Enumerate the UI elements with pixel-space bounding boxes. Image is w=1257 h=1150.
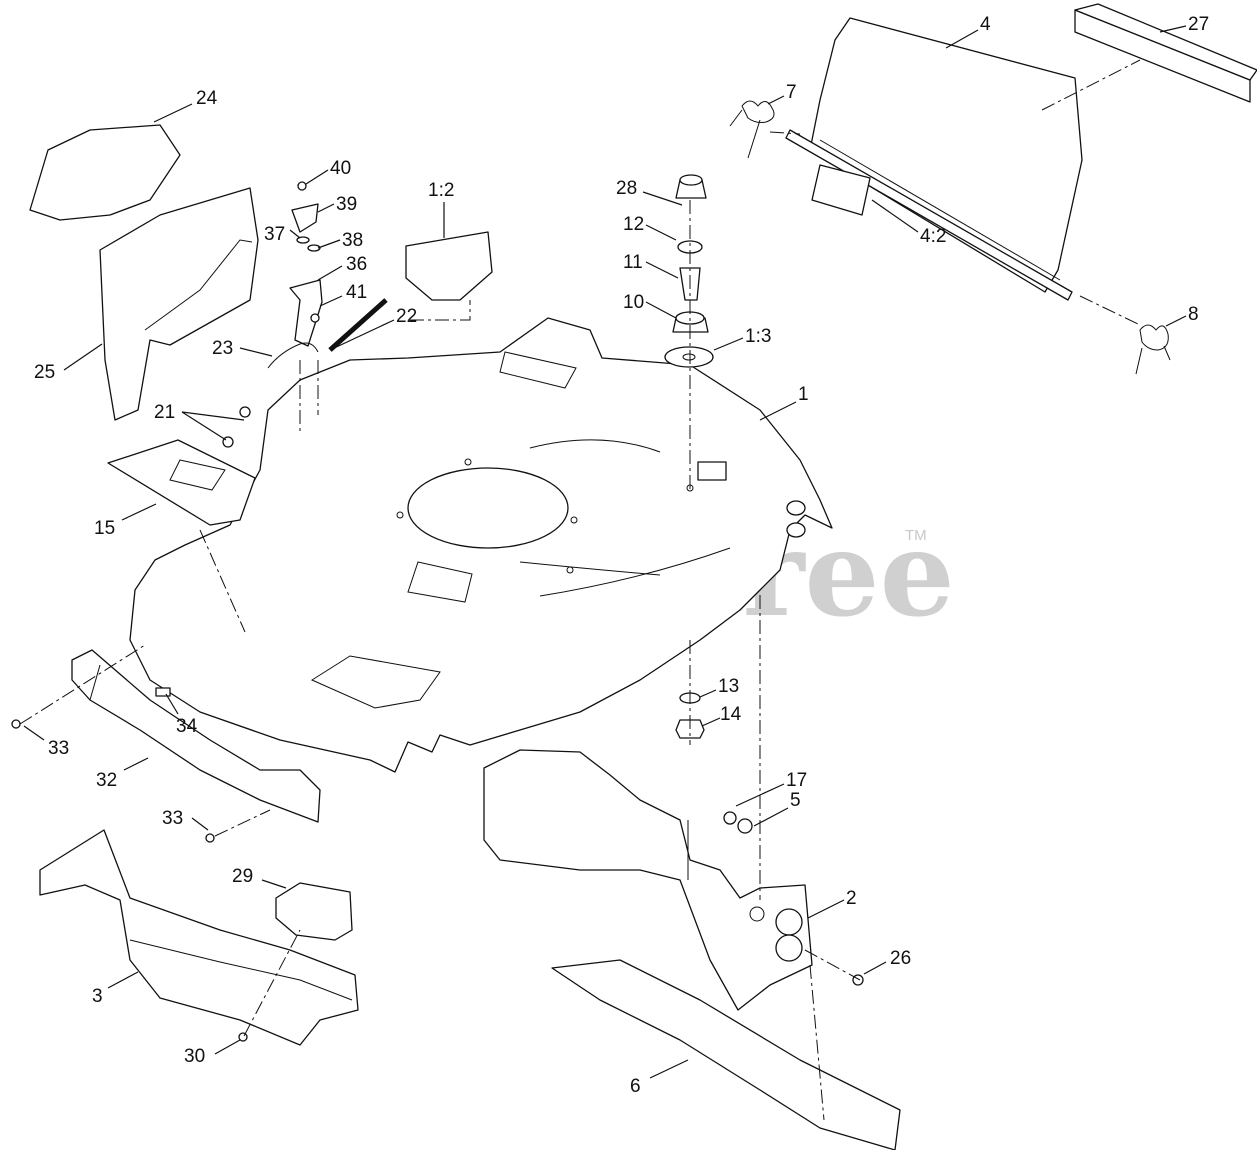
- decal-1-2[interactable]: [405, 231, 493, 301]
- clip-29[interactable]: [275, 882, 353, 941]
- fastener-41[interactable]: [310, 313, 320, 323]
- leader-lines: [23, 25, 1187, 1079]
- callout-37: 37: [264, 224, 285, 245]
- callout-26: 26: [890, 948, 911, 969]
- callout-2: 2: [846, 888, 857, 909]
- height-adjuster-knob[interactable]: [675, 174, 707, 199]
- callout-24: 24: [196, 88, 218, 109]
- callout-1-2: 1:2: [428, 180, 454, 201]
- discharge-chute[interactable]: [483, 749, 813, 1011]
- rear-flap[interactable]: [785, 17, 1083, 301]
- callout-34: 34: [176, 716, 198, 737]
- callout-27: 27: [1188, 14, 1209, 35]
- callout-28: 28: [616, 178, 637, 199]
- bracket-39[interactable]: [291, 203, 319, 233]
- callout-4: 4: [980, 14, 991, 35]
- rod-22[interactable]: [328, 298, 388, 352]
- callout-11: 11: [623, 252, 643, 273]
- callout-1: 1: [798, 384, 809, 405]
- callout-5: 5: [790, 790, 801, 811]
- washer-37[interactable]: [296, 236, 310, 244]
- callout-32: 32: [96, 770, 117, 791]
- deck-housing[interactable]: [129, 317, 833, 773]
- callout-21: 21: [154, 402, 175, 423]
- callout-13: 13: [718, 676, 739, 697]
- logo-plate[interactable]: [107, 439, 256, 526]
- callout-22: 22: [396, 306, 417, 327]
- callout-7: 7: [786, 82, 797, 103]
- callout-33a: 33: [48, 738, 69, 759]
- callout-14: 14: [720, 704, 742, 725]
- screw-33b[interactable]: [205, 833, 215, 843]
- callout-15: 15: [94, 518, 115, 539]
- screw-33a[interactable]: [11, 719, 21, 729]
- callout-23: 23: [212, 338, 233, 359]
- lever-36[interactable]: [289, 279, 323, 347]
- callout-8: 8: [1188, 304, 1199, 325]
- spacer-5[interactable]: [737, 818, 753, 834]
- callout-40: 40: [330, 158, 351, 179]
- torsion-spring-right[interactable]: [1135, 324, 1171, 375]
- screw-30[interactable]: [238, 1032, 248, 1042]
- stud-34[interactable]: [155, 687, 171, 697]
- rear-bar[interactable]: [1074, 3, 1257, 103]
- callout-4-2: 4:2: [920, 226, 946, 247]
- side-skirt[interactable]: [39, 829, 359, 1046]
- decal-4-2[interactable]: [811, 164, 871, 216]
- callout-36: 36: [346, 254, 367, 275]
- callout-10: 10: [623, 292, 644, 313]
- callout-3: 3: [92, 986, 103, 1007]
- front-baffle[interactable]: [71, 649, 321, 823]
- watermark-trademark: TM: [905, 527, 927, 544]
- assembly-lines: [19, 59, 1141, 1121]
- callout-41: 41: [346, 282, 367, 303]
- chute-flap[interactable]: [551, 959, 901, 1150]
- callout-25: 25: [34, 362, 55, 383]
- spring-23[interactable]: [267, 342, 319, 369]
- callout-33b: 33: [162, 808, 183, 829]
- torsion-spring-left[interactable]: [729, 100, 775, 159]
- chute-cover[interactable]: [99, 187, 259, 421]
- bolt-21b[interactable]: [239, 406, 251, 418]
- washer-38[interactable]: [307, 244, 321, 252]
- pin-40[interactable]: [297, 181, 307, 191]
- callout-29: 29: [232, 866, 253, 887]
- callout-12: 12: [623, 214, 644, 235]
- callout-1-3: 1:3: [745, 326, 771, 347]
- nut-17[interactable]: [723, 811, 737, 825]
- washer-1-3[interactable]: [664, 346, 714, 368]
- callout-38: 38: [342, 230, 363, 251]
- callout-6: 6: [630, 1076, 641, 1097]
- top-cover-24[interactable]: [29, 124, 181, 221]
- callout-17: 17: [786, 770, 807, 791]
- callout-30: 30: [184, 1046, 205, 1067]
- callout-labels: 1 1:2 1:3 2 3 4 4:2 5 6 7 8 10 11 12 13 …: [34, 14, 1209, 1097]
- callout-39: 39: [336, 194, 357, 215]
